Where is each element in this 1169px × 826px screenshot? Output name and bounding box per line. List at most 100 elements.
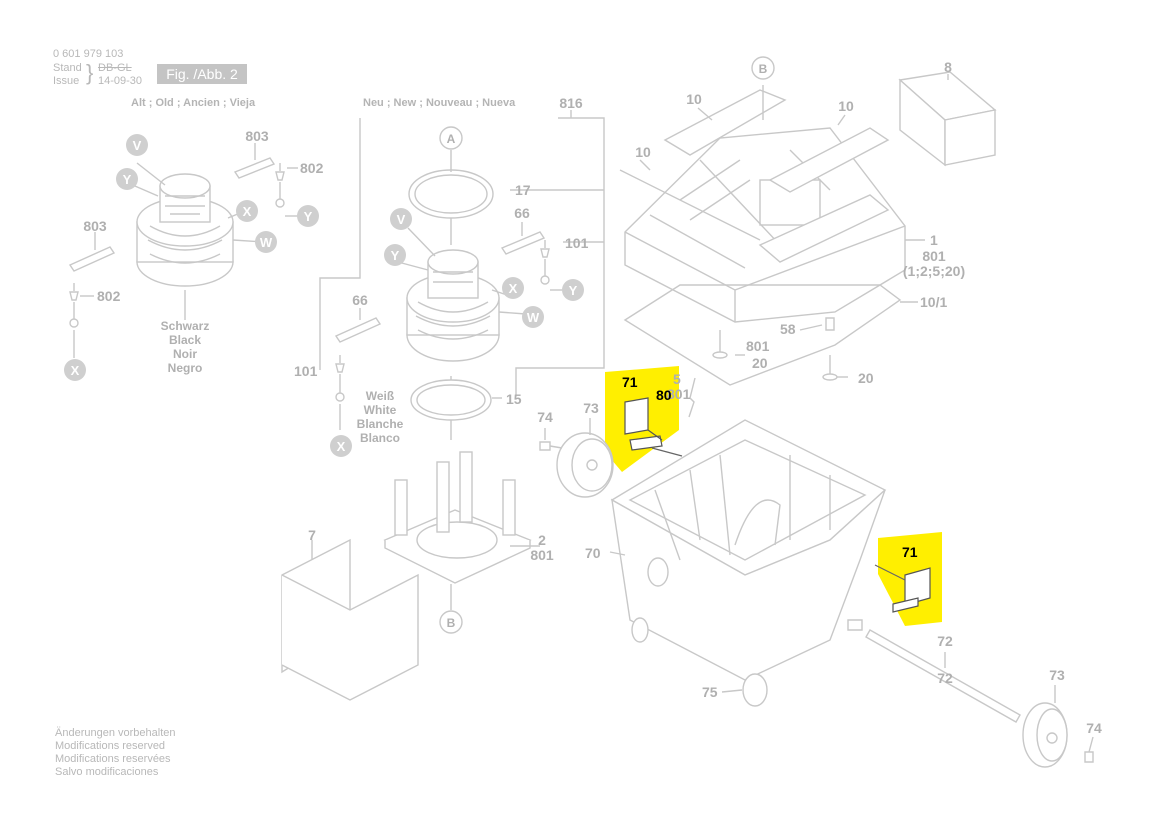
circle-label-v-old: V — [126, 134, 148, 156]
part-label-20: 20 — [858, 370, 874, 386]
svg-text:W: W — [260, 235, 273, 250]
part-label-101: 101 — [294, 363, 318, 379]
part-label-66: 66 — [352, 292, 368, 308]
screws — [688, 317, 848, 418]
svg-text:V: V — [397, 212, 406, 227]
part-label-101: 101 — [565, 235, 589, 251]
footer-line: Modifications reservées — [55, 753, 171, 765]
document-number: 0 601 979 103 — [53, 48, 124, 60]
svg-text:W: W — [527, 310, 540, 325]
brace: } — [86, 60, 94, 85]
part-label-72: 72 — [937, 633, 953, 649]
svg-text:Y: Y — [391, 248, 400, 263]
part-label-816: 816 — [559, 95, 583, 111]
part-label-58: 58 — [780, 321, 796, 337]
part-label-801: 801 — [530, 547, 554, 563]
motor-old — [127, 162, 265, 320]
part-label-17: 17 — [515, 182, 531, 198]
part-label-2: 2 — [538, 532, 546, 548]
circle-label-a: A — [439, 126, 463, 150]
part-label-10: 10 — [686, 91, 702, 107]
connectors-old — [68, 143, 298, 358]
part-label-801: 801 — [746, 338, 770, 354]
part-label-10: 10 — [635, 144, 651, 160]
svg-text:X: X — [509, 281, 518, 296]
part-label-73: 73 — [583, 400, 599, 416]
part-label-74: 74 — [1086, 720, 1102, 736]
circle-label-b-top: B — [751, 56, 775, 80]
svg-text:X: X — [337, 439, 346, 454]
svg-text:Y: Y — [569, 283, 578, 298]
issue-label: Issue — [53, 75, 80, 87]
part-label-71: 71 — [622, 374, 638, 390]
part-label-802: 802 — [97, 288, 121, 304]
part-label-7: 7 — [308, 527, 316, 543]
circle-label-b-bottom: B — [439, 610, 463, 634]
part-label-801: 801 — [667, 386, 691, 402]
part-label-801: 801 — [922, 248, 946, 264]
svg-text:A: A — [447, 132, 456, 146]
part-label-802: 802 — [300, 160, 324, 176]
part-label-10-1: 10/1 — [920, 294, 947, 310]
part-label-73: 73 — [1049, 667, 1065, 683]
svg-text:X: X — [243, 204, 252, 219]
part-label-72: 72 — [937, 670, 953, 686]
footer-line: Modifications reserved — [55, 740, 166, 752]
connectors-new — [334, 222, 562, 430]
circle-label-x-old: X — [236, 200, 258, 222]
circle-label-x-new: X — [502, 277, 524, 299]
part-label-5: 5 — [673, 371, 681, 387]
footer-line: Änderungen vorbehalten — [55, 727, 176, 739]
circle-label-x-old-2: X — [64, 359, 86, 381]
part-label-75: 75 — [702, 684, 718, 700]
part-label-803: 803 — [83, 218, 107, 234]
part-label-71: 71 — [902, 544, 918, 560]
filter-block-8 — [898, 71, 997, 167]
part-label-10: 10 — [838, 98, 854, 114]
svg-text:V: V — [133, 138, 142, 153]
motor-new — [397, 227, 527, 362]
circle-label-w-new: W — [522, 306, 544, 328]
caption-old: Alt ; Old ; Ancien ; Vieja — [131, 97, 256, 109]
footer-notes: Änderungen vorbehalten Modifications res… — [55, 727, 175, 779]
wheel-73-left — [539, 418, 614, 498]
stand-code: DB-GL — [98, 62, 132, 74]
clip-71-top — [624, 397, 683, 457]
part-label-1: 1 — [930, 232, 938, 248]
gasket-10-lower — [758, 194, 890, 263]
new-parts-bracket — [319, 117, 605, 395]
circle-label-y-old-2: Y — [297, 205, 319, 227]
part-label-80: 80 — [656, 387, 672, 403]
issue-date: 14-09-30 — [98, 75, 143, 87]
part-label-66: 66 — [514, 205, 530, 221]
svg-text:B: B — [759, 62, 768, 76]
part-label-70: 70 — [585, 545, 601, 561]
stand-label: Stand — [53, 62, 82, 74]
svg-text:X: X — [71, 363, 80, 378]
gasket-10-right — [768, 127, 890, 193]
circle-label-y-new: Y — [384, 244, 406, 266]
footer-line: Salvo modificaciones — [55, 766, 159, 778]
part-label-1-2-5-20: (1;2;5;20) — [903, 263, 965, 279]
top-housing — [624, 127, 925, 323]
svg-text:Y: Y — [123, 172, 132, 187]
part-label-8: 8 — [944, 59, 952, 75]
circle-label-y-new-2: Y — [562, 279, 584, 301]
clip-71-right — [874, 564, 931, 613]
circle-label-v-new: V — [390, 208, 412, 230]
circle-label-y-old: Y — [116, 168, 138, 190]
filter-part-7 — [281, 538, 419, 701]
part-label-20: 20 — [752, 355, 768, 371]
container-70 — [609, 419, 887, 707]
gasket-10-left — [663, 89, 787, 156]
filter-holder — [383, 451, 540, 610]
svg-text:Y: Y — [304, 209, 313, 224]
part-label-15: 15 — [506, 391, 522, 407]
svg-text:B: B — [447, 616, 456, 630]
seal-10-1 — [623, 284, 902, 386]
axle-72 — [847, 619, 1021, 723]
part-label-803: 803 — [245, 128, 269, 144]
caption-new: Neu ; New ; Nouveau ; Nueva — [363, 97, 516, 109]
